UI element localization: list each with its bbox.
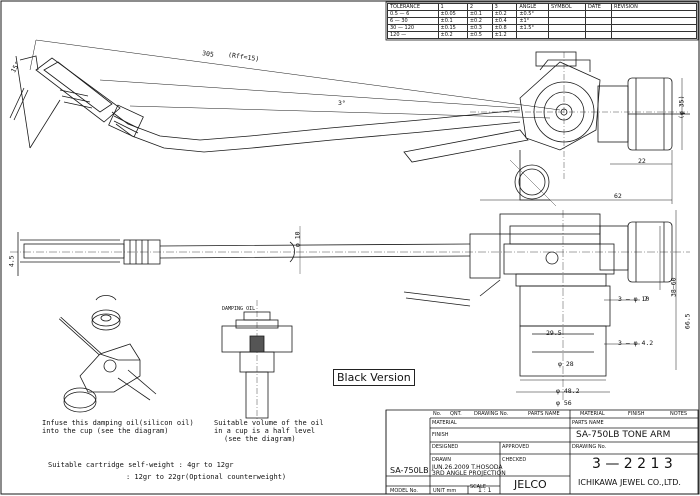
dim-angle-3: 3° (338, 99, 346, 107)
tol-header: DATE (584, 3, 613, 11)
dim-phi28: φ 28 (558, 360, 574, 368)
tol-header: ANGLE (516, 3, 550, 11)
infuse-note-line1: Infuse this damping oil(silicon oil) (42, 419, 194, 427)
tol-header: SYMBOL (548, 3, 586, 11)
tb-model-no: SA-750LB (390, 466, 429, 475)
weight-note-line2: : 12gr to 22gr(Optional counterweight) (126, 473, 287, 481)
side-view-base (403, 210, 677, 400)
tol-header: 2 (466, 3, 493, 11)
tol-header: 3 (491, 3, 518, 11)
tol-header: 1 (437, 3, 468, 11)
tb-projection: 3RD ANGLE PROJECTION (432, 470, 506, 477)
dim-305: 305 (201, 49, 215, 59)
tb-brand: JELCO (514, 478, 547, 491)
tb-header-finish: FINISH (628, 411, 645, 417)
dim-3-phi10: 3 — φ 10 (618, 295, 650, 303)
tb-parts-name-label: PARTS NAME (572, 420, 604, 426)
dim-66-5: 66.5 (683, 313, 692, 330)
tb-drawing-no-label: DRAWING No. (572, 444, 607, 450)
tb-finish-label: FINISH (432, 432, 449, 438)
side-view-arm (10, 226, 690, 276)
volume-note-line2: in a cup is a half level (214, 427, 316, 435)
dim-4-5: 4.5 (7, 255, 16, 268)
infuse-note-line2: into the cup (see the diagram) (42, 427, 169, 435)
tb-header-qnt: QNT. (450, 411, 462, 417)
dim-phi35: (φ 35) (677, 95, 686, 119)
tolerance-table: TOLERANCE 1 2 3 ANGLE SYMBOL DATE REVISI… (387, 3, 697, 39)
dim-phi48-2: φ 48.2 (556, 387, 580, 395)
tol-header: REVISION (611, 3, 697, 11)
tb-drawn-label: DRAWN (432, 457, 451, 463)
tb-company: ICHIKAWA JEWEL CO.,LTD. (578, 478, 681, 487)
damping-oil-label: DAMPING OIL (222, 306, 256, 312)
tb-drawn-value: JUN.26.2009 T.HOSODA (432, 464, 503, 471)
tb-header-no: No. (433, 411, 442, 417)
dim-62: 62 (614, 192, 622, 200)
tol-header: TOLERANCE (387, 3, 439, 11)
dim-38-60: 38—60 (669, 277, 678, 298)
tb-designed-label: DESIGNED (432, 444, 459, 450)
tb-header-drawing-no: DRAWING No. (474, 411, 509, 417)
tb-drawing-no: 3 — 2 2 1 3 (592, 456, 673, 472)
tb-material-label: MATERIAL (432, 420, 457, 426)
tol-row: 30 — 120 ±0.15 ±0.3 ±0.8 ±1.5° (387, 24, 697, 32)
tol-row: 0.5 — 6 ±0.05 ±0.1 ±0.2 ±0.5° (387, 10, 697, 18)
tb-scale-label: SCALE (470, 484, 487, 490)
counterweight-top (597, 77, 690, 151)
dim-phi10-side: φ 10 (293, 231, 302, 248)
tol-row: 120 — ±0.2 ±0.5 ±1.2 (387, 31, 697, 39)
arm-wand-top (111, 109, 521, 141)
tb-model-no-label: MODEL No. (390, 488, 418, 494)
tb-approved-label: APPROVED (502, 444, 530, 450)
tb-header-notes: NOTES (670, 411, 688, 417)
pivot-top (470, 51, 690, 180)
tb-scale: 1 : 1 (478, 487, 492, 494)
oil-level-illustration (221, 300, 293, 420)
black-version-label: Black Version (333, 369, 415, 386)
headshell-top (9, 55, 121, 149)
dim-3-phi4-2: 3 — φ 4.2 (618, 339, 654, 347)
volume-note-line3: (see the diagram) (224, 435, 296, 443)
dim-phi56: φ 56 (556, 399, 572, 407)
tb-checked-label: CHECKED (502, 457, 527, 463)
tb-parts-name: SA-750LB TONE ARM (576, 430, 671, 440)
dim-22: 22 (638, 157, 646, 165)
tol-row: 6 — 30 ±0.1 ±0.2 ±0.4 ±1° (387, 17, 697, 25)
tb-header-material: MATERIAL (580, 411, 605, 417)
dim-7: 7 (644, 295, 648, 303)
tb-header-parts-name: PARTS NAME (528, 411, 560, 417)
weight-note-line1: Suitable cartridge self-weight : 4gr to … (48, 461, 234, 469)
oil-infusion-illustration (58, 295, 157, 413)
tb-unit-label: UNIT mm (433, 488, 457, 494)
volume-note-line1: Suitable volume of the oil (214, 419, 324, 427)
dim-29-5: 29.5 (546, 329, 562, 337)
